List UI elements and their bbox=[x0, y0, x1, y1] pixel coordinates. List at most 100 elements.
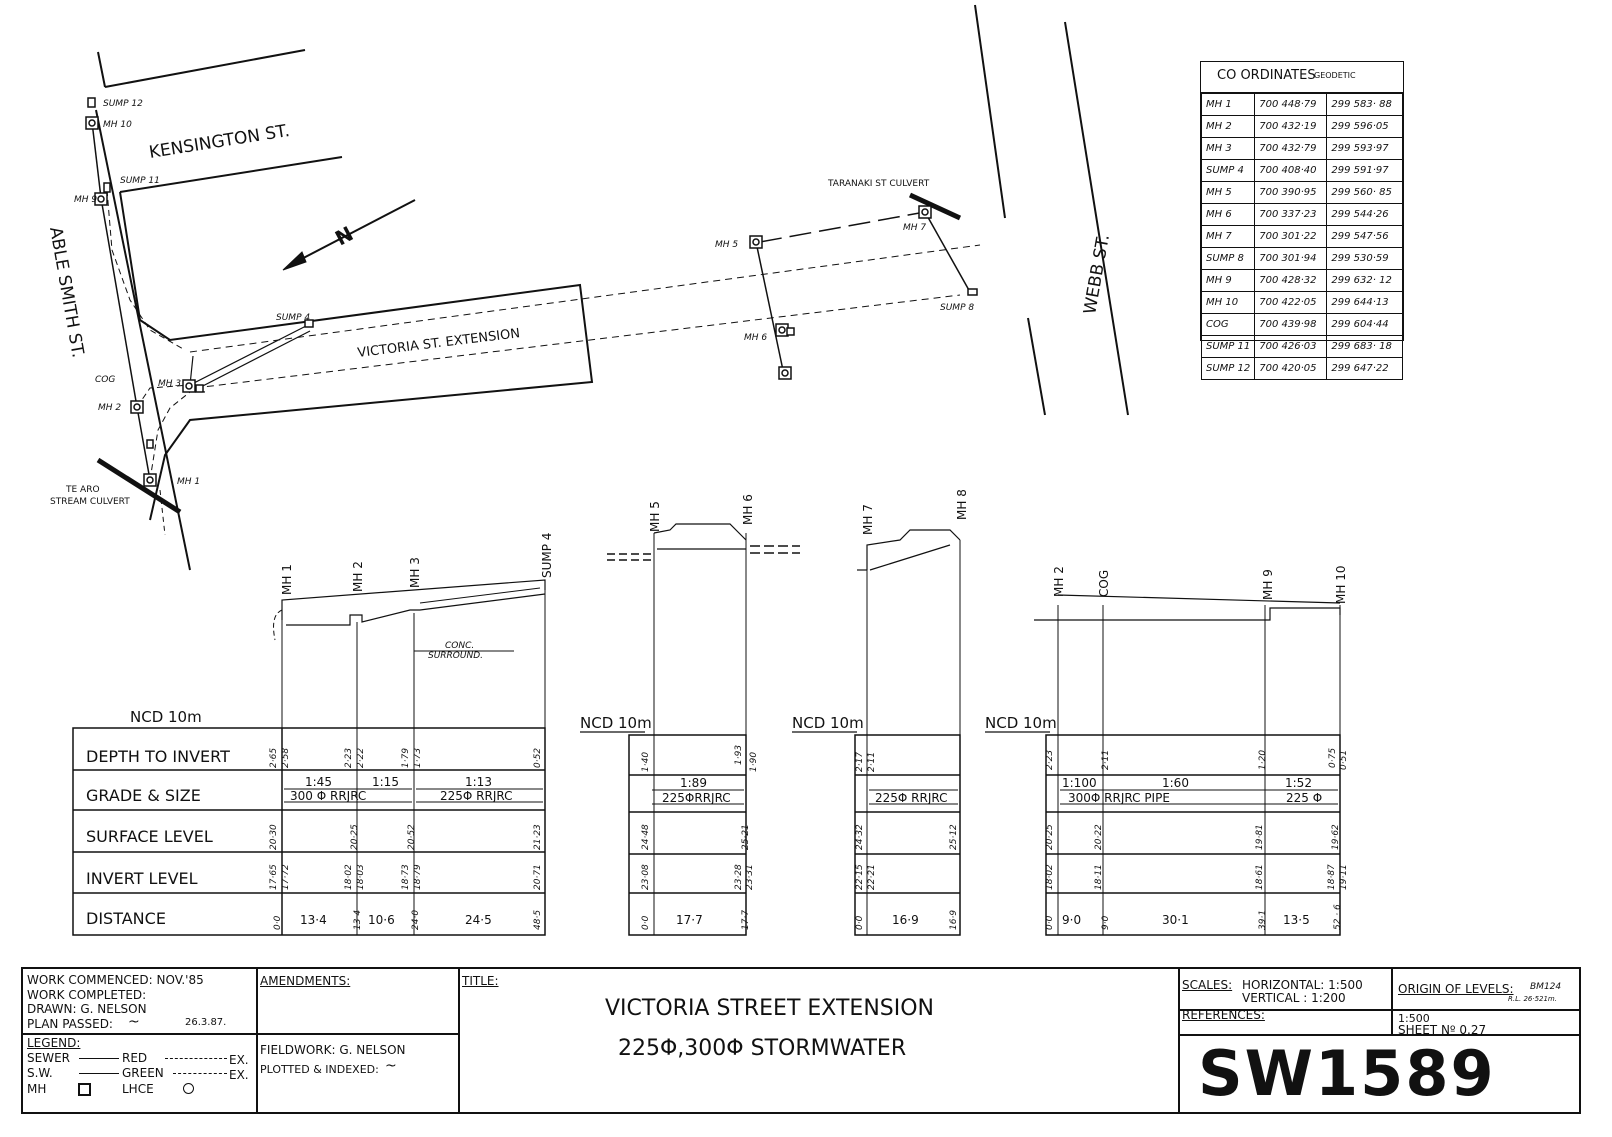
coordinates-header: CO ORDINATES GEODETIC bbox=[1201, 62, 1403, 93]
p2-node-mh6: MH 6 bbox=[741, 494, 755, 525]
p4-dist-2: 9·0 bbox=[1101, 915, 1111, 930]
profile-node-labels: MH 1 MH 2 MH 3 SUMP 4 MH 5 MH 6 MH 7 MH … bbox=[280, 489, 1348, 661]
p4-size-1: 225 Φ bbox=[1286, 791, 1322, 805]
scales-label: SCALES: bbox=[1182, 978, 1233, 992]
coord-easting-cell: 700 301·22 bbox=[1254, 225, 1328, 248]
p1-surface-0: 20·30 bbox=[269, 824, 279, 850]
node-label-mh10: MH 10 bbox=[103, 120, 132, 130]
profile3-values: 2·17 2·11 225Φ RRJRC 24·32 25·12 22·15 2… bbox=[855, 752, 959, 930]
p2-dist-0: 0·0 bbox=[641, 915, 651, 930]
p3-node-mh8: MH 8 bbox=[955, 489, 969, 520]
te-aro-label-1: TE ARO bbox=[65, 485, 100, 495]
legend-red: RED bbox=[122, 1051, 148, 1065]
profile-sections bbox=[273, 523, 1341, 935]
p4-invert-1: 18·11 bbox=[1094, 864, 1104, 890]
legend-green: GREEN bbox=[122, 1066, 164, 1080]
p4-node-mh10: MH 10 bbox=[1334, 566, 1348, 604]
row-header-invert: INVERT LEVEL bbox=[86, 869, 198, 888]
legend-green-dash bbox=[173, 1073, 227, 1074]
coord-easting-cell: 700 432·19 bbox=[1254, 115, 1328, 138]
p2-grade-0: 1:89 bbox=[680, 776, 707, 790]
row-header-distance: DISTANCE bbox=[86, 909, 166, 928]
coord-id-cell: MH 6 bbox=[1200, 203, 1256, 226]
p3-node-mh7: MH 7 bbox=[861, 504, 875, 535]
p4-surface-2: 19·81 bbox=[1255, 824, 1265, 850]
plan-passed-date: 26.3.87. bbox=[185, 1017, 227, 1028]
p4-grade-0: 1:100 bbox=[1062, 776, 1097, 790]
coord-easting-cell: 700 422·05 bbox=[1254, 291, 1328, 314]
p3-depth-1: 2·11 bbox=[867, 752, 877, 772]
coord-easting-cell: 700 428·32 bbox=[1254, 269, 1328, 292]
coord-id-cell: SUMP 11 bbox=[1200, 335, 1256, 358]
ncd-label-4: NCD 10m bbox=[985, 714, 1057, 732]
coordinates-title: CO ORDINATES bbox=[1217, 68, 1316, 83]
p1-node-sump4: SUMP 4 bbox=[540, 533, 554, 578]
node-label-sump11: SUMP 11 bbox=[120, 176, 160, 186]
p3-surface-1: 25·12 bbox=[949, 824, 959, 850]
sheet-number: SHEET Nº 0.27 bbox=[1398, 1023, 1487, 1037]
coord-northing-cell: 299 644·13 bbox=[1326, 291, 1403, 314]
p2-depth-0: 1·40 bbox=[641, 752, 651, 772]
coord-northing-cell: 299 596·05 bbox=[1326, 115, 1403, 138]
coord-id-cell: MH 2 bbox=[1200, 115, 1256, 138]
origin-benchmark: BM124 bbox=[1530, 982, 1562, 992]
p1-depth-1: 2·58 bbox=[281, 748, 291, 768]
p1-surface-2: 20·52 bbox=[407, 824, 417, 850]
row-header-surface: SURFACE LEVEL bbox=[86, 827, 213, 846]
p1-grade-2: 1:13 bbox=[465, 775, 492, 789]
kensington-st-label: KENSINGTON ST. bbox=[148, 121, 292, 163]
p2-node-mh5: MH 5 bbox=[648, 501, 662, 532]
p4-dist-4: 39·1 bbox=[1258, 910, 1268, 930]
p4-grade-1: 1:60 bbox=[1162, 776, 1189, 790]
p3-dist-0: 0·0 bbox=[855, 915, 865, 930]
coordinates-subtitle: GEODETIC bbox=[1314, 71, 1356, 80]
coord-id-cell: SUMP 12 bbox=[1200, 357, 1256, 380]
node-label-mh2: MH 2 bbox=[98, 403, 121, 413]
coord-northing-cell: 299 560· 85 bbox=[1326, 181, 1403, 204]
p4-depth-0: 2·23 bbox=[1045, 750, 1055, 770]
p4-node-mh9: MH 9 bbox=[1261, 569, 1275, 600]
p1-dist-2: 13·4 bbox=[353, 910, 363, 930]
coord-easting-cell: 700 448·79 bbox=[1254, 93, 1328, 116]
conc-surround-label-1: CONC. bbox=[445, 641, 474, 651]
coord-northing-cell: 299 647·22 bbox=[1326, 357, 1403, 380]
p4-surface-1: 20·22 bbox=[1094, 824, 1104, 850]
plotted-signature: ~ bbox=[385, 1058, 397, 1074]
p2-size-0: 225ΦRRJRC bbox=[662, 791, 731, 805]
p4-invert-3: 18·87 bbox=[1327, 864, 1337, 890]
legend-ex1: EX. bbox=[229, 1053, 249, 1067]
coord-id-cell: SUMP 4 bbox=[1200, 159, 1256, 182]
plan-passed: PLAN PASSED: bbox=[27, 1017, 113, 1031]
p3-size-0: 225Φ RRJRC bbox=[875, 791, 948, 805]
coord-id-cell: MH 7 bbox=[1200, 225, 1256, 248]
profile-row-headers: DEPTH TO INVERT GRADE & SIZE SURFACE LEV… bbox=[86, 747, 230, 928]
profile4-values: 2·23 2·11 1·20 0·75 0·51 1:100 1:60 1:52… bbox=[1045, 748, 1349, 930]
p1-node-mh3: MH 3 bbox=[408, 557, 422, 588]
p1-dist-1: 13·4 bbox=[300, 913, 327, 927]
legend-sewer-line bbox=[79, 1058, 119, 1059]
ncd-label-1: NCD 10m bbox=[130, 708, 202, 726]
p1-dist-0: 0·0 bbox=[273, 915, 283, 930]
amendments-label: AMENDMENTS: bbox=[260, 974, 351, 988]
p4-dist-6: 52 · 6 bbox=[1333, 904, 1343, 930]
coord-northing-cell: 299 547·56 bbox=[1326, 225, 1403, 248]
p2-depth-2: 1·90 bbox=[749, 752, 759, 772]
node-label-mh1: MH 1 bbox=[177, 477, 200, 487]
legend-sewer: SEWER bbox=[27, 1051, 70, 1065]
coord-northing-cell: 299 583· 88 bbox=[1326, 93, 1403, 116]
p4-grade-2: 1:52 bbox=[1285, 776, 1312, 790]
p1-size-1: 225Φ RRJRC bbox=[440, 789, 513, 803]
coord-northing-cell: 299 530·59 bbox=[1326, 247, 1403, 270]
node-label-mh7: MH 7 bbox=[903, 223, 926, 233]
plan-view bbox=[91, 4, 1129, 571]
p1-depth-3: 2·22 bbox=[356, 748, 366, 768]
legend-sw: S.W. bbox=[27, 1066, 53, 1080]
p1-surface-3: 21·23 bbox=[533, 824, 543, 850]
row-header-grade: GRADE & SIZE bbox=[86, 786, 201, 805]
grade-arrows bbox=[284, 788, 1338, 805]
